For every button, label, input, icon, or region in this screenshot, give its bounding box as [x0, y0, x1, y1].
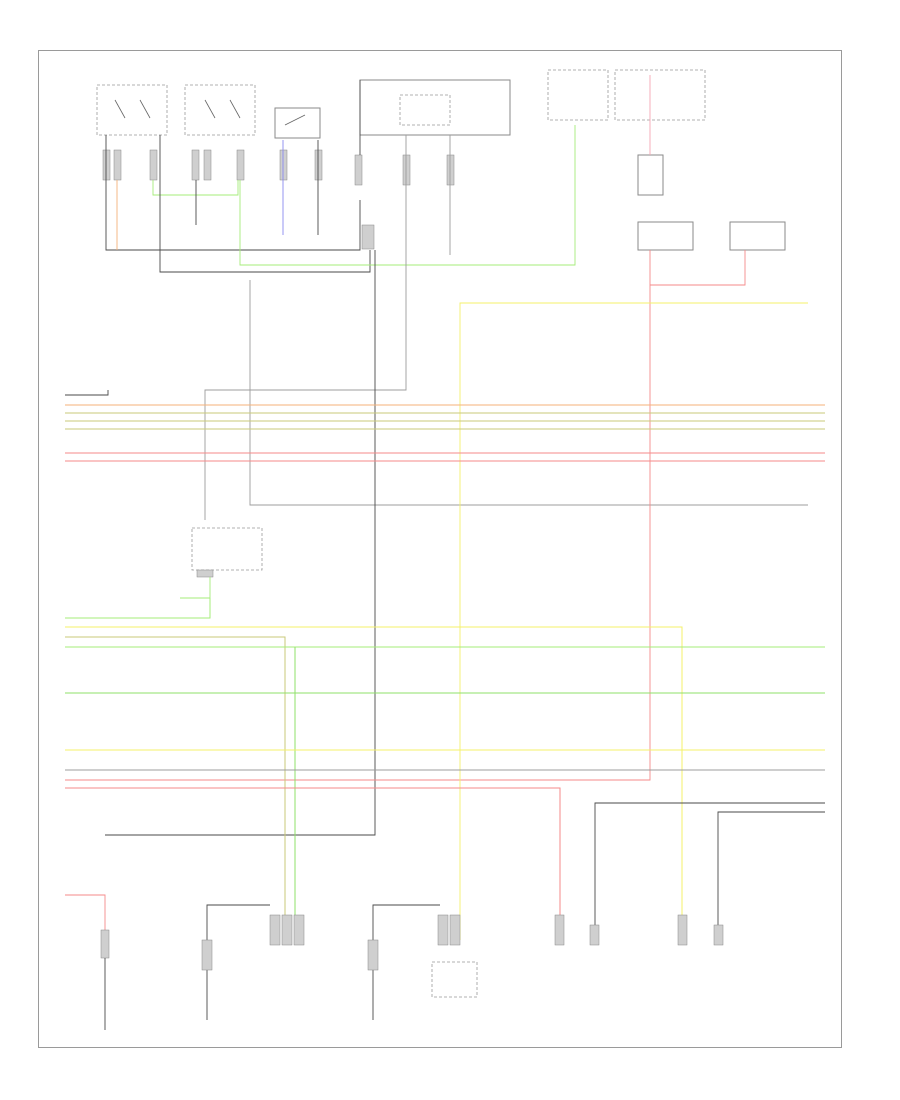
connector — [149, 149, 158, 181]
connector — [293, 914, 305, 946]
connector — [201, 939, 213, 971]
sensor-box — [431, 961, 478, 998]
fuse-box-1 — [547, 69, 609, 121]
connector — [361, 224, 375, 250]
switch-contact-3 — [284, 114, 306, 126]
connector — [196, 569, 214, 578]
bus-wire-yellow — [65, 626, 683, 935]
module-box — [359, 79, 511, 136]
wire-red — [65, 894, 106, 935]
wire-gray — [249, 280, 808, 506]
wire-black — [105, 135, 361, 251]
wire-red — [65, 250, 651, 781]
switch-box-1 — [96, 84, 168, 136]
wire-bus-lower — [65, 598, 825, 940]
wire-green — [239, 125, 576, 266]
bus-wire-olive — [65, 636, 286, 940]
connector — [236, 149, 245, 181]
middle-sensor — [180, 527, 263, 599]
top-wires — [65, 80, 808, 836]
switch-contact-1a — [114, 99, 126, 119]
diagram-frame — [38, 50, 842, 1048]
fuse-block-2 — [729, 221, 786, 251]
connector — [677, 914, 688, 946]
wire-green — [152, 180, 239, 196]
connector — [446, 154, 455, 186]
wire-black — [717, 811, 825, 940]
connector — [281, 914, 293, 946]
switch-contact-2b — [229, 99, 241, 119]
fuse-box-2 — [614, 69, 706, 121]
wire-black — [594, 802, 825, 940]
bus-wire-red — [65, 787, 561, 940]
wire-green — [180, 577, 211, 599]
connector — [402, 154, 411, 186]
bus-wire-green — [65, 598, 211, 619]
wire-black — [206, 904, 270, 1020]
connector — [191, 149, 200, 181]
bottom-components — [100, 904, 724, 1030]
connector — [589, 924, 600, 946]
wire-black — [372, 904, 440, 1020]
wire-red — [650, 250, 746, 286]
wire-black — [105, 250, 376, 836]
feed-wires — [65, 75, 808, 940]
connector — [102, 149, 111, 181]
top-switch-group — [96, 69, 786, 251]
connector — [314, 149, 323, 181]
wire-yellow — [459, 302, 808, 940]
switch-contact-2a — [204, 99, 216, 119]
fuse-block-1 — [637, 221, 694, 251]
switch-contact-1b — [139, 99, 151, 119]
wire-black — [159, 135, 371, 273]
connector — [449, 914, 461, 946]
wire-gray — [204, 135, 407, 520]
connector — [554, 914, 565, 946]
switch-box-3 — [274, 107, 321, 139]
wire-bus-upper — [65, 404, 825, 462]
sensor-box — [191, 527, 263, 571]
connector — [354, 154, 363, 186]
connector — [269, 914, 281, 946]
connector — [279, 149, 288, 181]
module-inner — [399, 94, 451, 126]
switch-box-2 — [184, 84, 256, 136]
relay-box — [637, 154, 664, 196]
connector — [113, 149, 122, 181]
wire-black — [65, 390, 109, 396]
connector — [203, 149, 212, 181]
top-connectors — [102, 149, 455, 250]
connector — [100, 929, 110, 959]
connector — [713, 924, 724, 946]
connector — [367, 939, 379, 971]
connector — [437, 914, 449, 946]
